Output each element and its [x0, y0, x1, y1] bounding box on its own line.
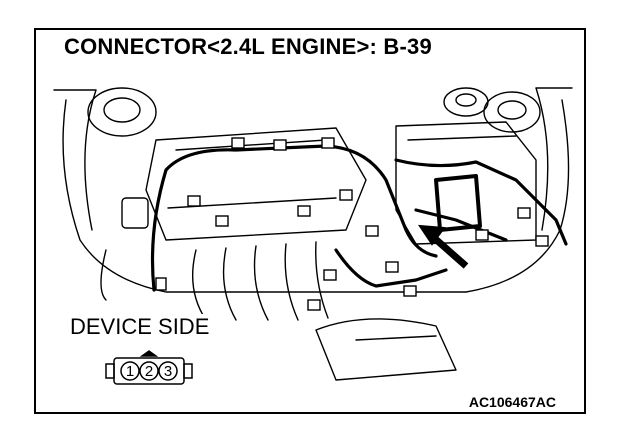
connector-pin-3: [158, 361, 178, 381]
wiring-harness-lower: [334, 248, 448, 288]
fender-left: [53, 89, 97, 231]
locator-arrow: [418, 224, 469, 269]
engine-bay-outline: [62, 99, 570, 293]
harness-connector: [231, 137, 245, 149]
wiring-harness-main: [150, 144, 438, 292]
connector-pin-2: [139, 361, 159, 381]
fuse-block: [434, 174, 482, 232]
diagram-title: CONNECTOR<2.4L ENGINE>: B-39: [60, 34, 436, 60]
pin-label-3: 3: [164, 363, 172, 380]
fender-right: [535, 87, 573, 231]
connector-face: 1 2 3: [102, 350, 196, 390]
reservoir-cap-2: [483, 91, 541, 133]
pin-label-1: 1: [126, 363, 134, 380]
left-component: [121, 197, 149, 229]
diagram-frame: CONNECTOR<2.4L ENGINE>: B-39 DEVICE SIDE…: [34, 28, 586, 414]
figure-id: AC106467AC: [466, 394, 558, 410]
reservoir-cap-1: [443, 87, 489, 117]
connector-latch: [139, 350, 159, 357]
air-intake-lower: [315, 318, 457, 381]
strut-tower-left: [87, 87, 157, 137]
intake-runner: [191, 249, 207, 321]
engine-bay-illustration: [53, 87, 573, 381]
pin-label-2: 2: [145, 363, 153, 380]
device-side-label: DEVICE SIDE: [68, 314, 212, 340]
cylinder-head-cover: [145, 127, 367, 241]
connector-pin-1: [120, 361, 140, 381]
wiring-harness-right: [394, 158, 568, 246]
